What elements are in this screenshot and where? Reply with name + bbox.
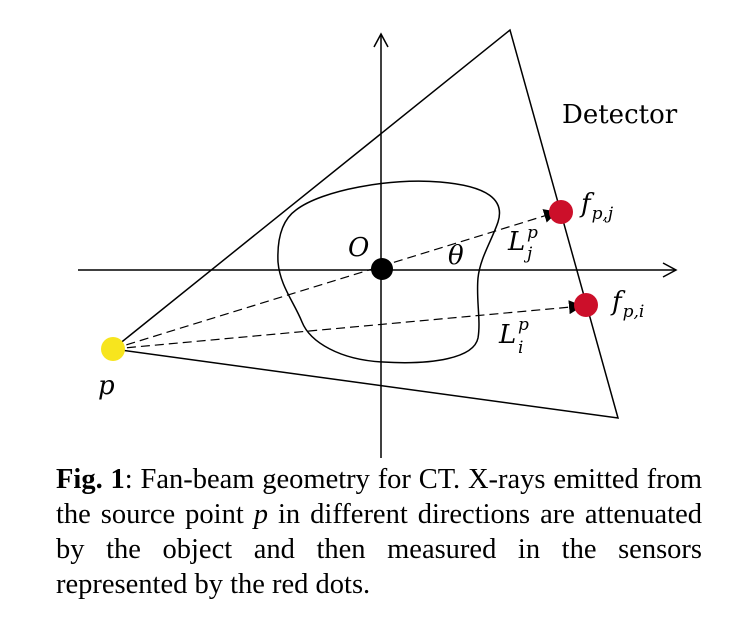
caption-text-2: in different directions are attenuated b… bbox=[56, 499, 702, 600]
caption-text-1: : Fan-beam geometry for CT. X-rays emitt… bbox=[56, 464, 703, 530]
ray-i-sup: p bbox=[518, 315, 529, 335]
caption-variable: p bbox=[253, 499, 269, 530]
ray-j-sub: j bbox=[523, 244, 533, 264]
origin-point bbox=[371, 258, 393, 280]
source-point bbox=[101, 337, 125, 361]
sensor-i-label: fp,i bbox=[610, 287, 644, 322]
ray-i-sub: i bbox=[518, 338, 523, 358]
origin-label: O bbox=[348, 233, 369, 263]
ray-i bbox=[112, 300, 583, 350]
figure-caption: Fig. 1: Fan-beam geometry for CT. X-rays… bbox=[56, 462, 702, 602]
ray-j bbox=[112, 209, 558, 350]
ray-i-label: L bbox=[498, 320, 516, 350]
sensor-i bbox=[574, 293, 598, 317]
detector-label: Detector bbox=[562, 100, 678, 130]
ray-j-sup: p bbox=[527, 223, 538, 243]
ray-j-label: L bbox=[507, 227, 525, 257]
fan-beam-triangle bbox=[111, 28, 620, 419]
sensor-j bbox=[549, 200, 573, 224]
angle-label: θ bbox=[448, 241, 464, 271]
sensor-j-label: fp,j bbox=[579, 189, 614, 224]
fan-beam-diagram: Detector O θ p fp,j fp,i L p j L p i bbox=[78, 28, 678, 458]
figure-label: Fig. 1 bbox=[56, 464, 125, 495]
source-label: p bbox=[98, 371, 115, 401]
object-outline bbox=[277, 180, 501, 364]
